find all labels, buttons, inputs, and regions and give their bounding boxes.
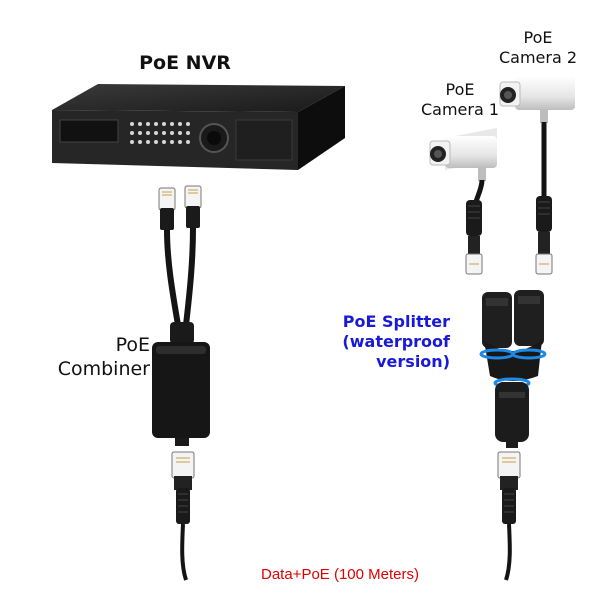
camera-2-connector bbox=[535, 196, 553, 275]
camera-2-label: PoE Camera 2 bbox=[488, 28, 588, 68]
camera-1-label: PoE Camera 1 bbox=[410, 80, 510, 120]
camera-1-label-line-2: Camera 1 bbox=[420, 100, 500, 119]
nvr-device bbox=[52, 84, 345, 170]
splitter-label-line-3: version) bbox=[376, 352, 450, 371]
poe-combiner bbox=[152, 185, 210, 446]
left-cable-plug bbox=[171, 451, 195, 581]
rj45-plug-icon bbox=[184, 185, 202, 228]
camera-1-label-line-1: PoE bbox=[445, 80, 475, 99]
splitter-label-line-1: PoE Splitter bbox=[342, 312, 450, 331]
splitter-label: PoE Splitter (waterproof version) bbox=[300, 312, 450, 372]
camera-2-label-line-2: Camera 2 bbox=[498, 48, 578, 67]
poe-splitter bbox=[479, 290, 547, 448]
nvr-led-grid bbox=[130, 122, 190, 144]
nvr-label: PoE NVR bbox=[139, 52, 231, 74]
camera-2-label-line-1: PoE bbox=[523, 28, 553, 47]
rj45-plug-icon bbox=[158, 187, 176, 230]
combiner-label-line-2: Combiner bbox=[57, 358, 150, 380]
camera-1 bbox=[429, 128, 497, 218]
splitter-label-line-2: (waterproof bbox=[342, 332, 450, 351]
camera-2 bbox=[499, 76, 575, 200]
right-cable-plug bbox=[497, 451, 521, 581]
combiner-label: PoE Combiner bbox=[20, 333, 150, 381]
camera-1-connector bbox=[465, 200, 483, 275]
cable-label: Data+PoE (100 Meters) bbox=[261, 566, 419, 583]
combiner-label-line-1: PoE bbox=[115, 334, 150, 356]
